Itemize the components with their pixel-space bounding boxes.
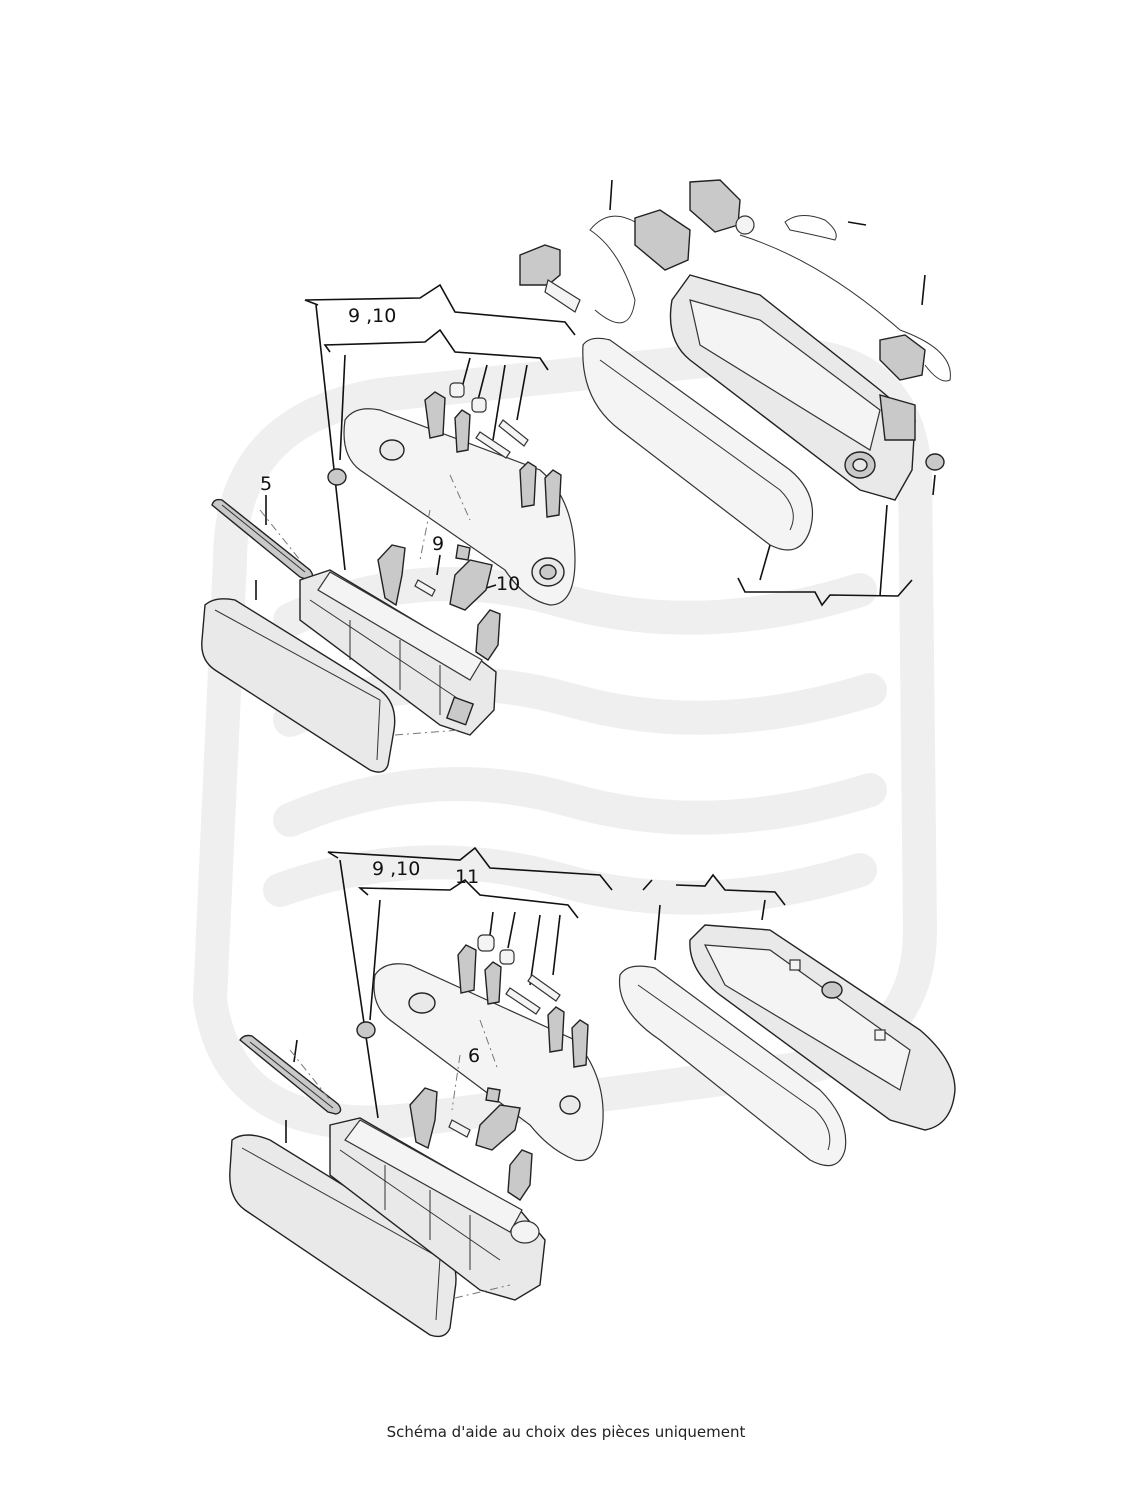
caption: Schéma d'aide au choix des pièces unique… (386, 1423, 746, 1441)
lower-lever-left (409, 1087, 438, 1150)
label-upper-5: 5 (260, 473, 272, 495)
upper-nut (925, 453, 945, 471)
upper-handle-grip (343, 408, 576, 606)
lower-cover-panel (229, 1134, 457, 1338)
label-lower-11: 11 (455, 866, 479, 888)
upper-cable (589, 215, 951, 382)
upper-switch (634, 209, 691, 271)
upper-bracket-9-10 (304, 283, 576, 336)
lower-latch-clip (475, 1104, 521, 1151)
upper-handle-housing (299, 569, 497, 736)
upper-door-gasket (582, 337, 814, 551)
label-upper-10: 10 (496, 573, 520, 595)
lower-bracket-9-10 (327, 846, 613, 891)
upper-connector-right (689, 179, 741, 233)
upper-cable-tie (784, 215, 837, 241)
upper-cap-screw (327, 468, 347, 486)
upper-right-bracket (737, 577, 913, 607)
upper-cover-panel (201, 598, 396, 773)
lower-door-gasket (618, 965, 847, 1167)
label-upper-9-10: 9 ,10 (348, 305, 396, 327)
lower-cap-screw (356, 1021, 376, 1039)
upper-lever-left (377, 544, 406, 607)
lower-lever-right (507, 1149, 533, 1201)
upper-bracket-inner (323, 328, 549, 371)
lower-bracket-right (642, 873, 786, 906)
lower-handle-grip (373, 963, 604, 1162)
upper-connector-left (519, 244, 561, 286)
label-lower-9-10: 9 ,10 (372, 858, 420, 880)
lower-assembly: 9 ,10 11 6 (229, 846, 956, 1338)
label-upper-9: 9 (432, 533, 444, 555)
lower-bracket-inner (357, 878, 579, 919)
label-lower-6: 6 (468, 1045, 480, 1067)
upper-assembly: 9 ,10 5 9 10 (201, 179, 951, 773)
upper-latch-clip (449, 559, 493, 611)
upper-connector-small (879, 334, 926, 381)
upper-lever-right (475, 609, 501, 661)
